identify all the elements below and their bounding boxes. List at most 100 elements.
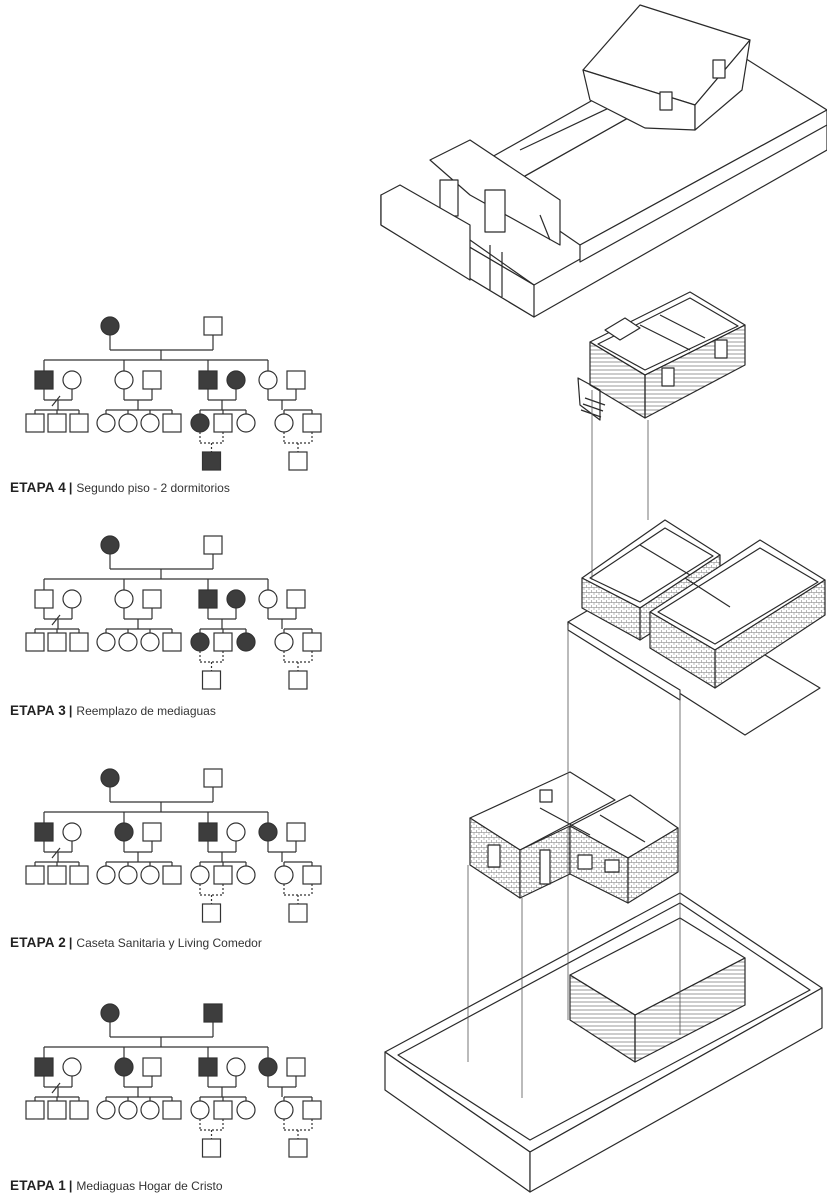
- male-symbol: [203, 316, 223, 336]
- stage-title: ETAPA 4: [10, 480, 66, 495]
- male-symbol: [286, 1057, 306, 1077]
- female-filled-symbol: [100, 535, 120, 555]
- stage-separator: |: [68, 704, 73, 718]
- male-symbol: [302, 632, 322, 652]
- male-symbol: [142, 1057, 162, 1077]
- male-symbol: [213, 1100, 233, 1120]
- stage-title: ETAPA 1: [10, 1178, 66, 1193]
- stage-separator: |: [68, 1179, 73, 1193]
- female-filled-symbol: [114, 822, 134, 842]
- stage-description: Segundo piso - 2 dormitorios: [76, 481, 230, 495]
- female-filled-symbol: [100, 768, 120, 788]
- male-filled-symbol: [201, 451, 222, 471]
- female-symbol: [190, 1100, 210, 1120]
- male-filled-symbol: [198, 822, 218, 842]
- male-filled-symbol: [34, 370, 54, 390]
- female-symbol: [226, 822, 246, 842]
- house-stage-3-upper-module: [577, 291, 746, 421]
- female-symbol: [140, 1100, 160, 1120]
- female-symbol: [274, 413, 294, 433]
- male-symbol: [288, 670, 308, 690]
- female-filled-symbol: [100, 1003, 120, 1023]
- female-symbol: [274, 865, 294, 885]
- male-symbol: [201, 903, 222, 923]
- male-symbol: [47, 1100, 67, 1120]
- female-symbol: [114, 589, 134, 609]
- genogram-etapa-4: [25, 316, 322, 471]
- female-symbol: [258, 370, 278, 390]
- stage-connector-lines: [467, 390, 681, 1098]
- house-stage-3-ground-modules: [567, 519, 826, 736]
- male-symbol: [162, 632, 182, 652]
- stage-label-etapa-3: ETAPA 3|Reemplazo de mediaguas: [10, 703, 216, 718]
- female-symbol: [236, 865, 256, 885]
- stage-title: ETAPA 2: [10, 935, 66, 950]
- relationship-line: [51, 614, 61, 626]
- male-symbol: [203, 768, 223, 788]
- male-symbol: [162, 413, 182, 433]
- genogram-etapa-3: [25, 535, 322, 690]
- male-symbol: [69, 632, 89, 652]
- male-symbol: [25, 413, 45, 433]
- male-symbol: [69, 413, 89, 433]
- female-symbol: [114, 370, 134, 390]
- stage-description: Mediaguas Hogar de Cristo: [76, 1179, 223, 1193]
- female-symbol: [236, 413, 256, 433]
- male-symbol: [213, 413, 233, 433]
- male-symbol: [142, 589, 162, 609]
- stage-label-etapa-4: ETAPA 4|Segundo piso - 2 dormitorios: [10, 480, 230, 495]
- female-symbol: [96, 865, 116, 885]
- female-filled-symbol: [236, 632, 256, 652]
- male-filled-symbol: [203, 1003, 223, 1023]
- male-symbol: [162, 865, 182, 885]
- female-symbol: [118, 1100, 138, 1120]
- male-symbol: [302, 865, 322, 885]
- male-symbol: [288, 1138, 308, 1158]
- male-symbol: [25, 1100, 45, 1120]
- genogram-etapa-2: [25, 768, 322, 923]
- female-filled-symbol: [226, 370, 246, 390]
- female-symbol: [118, 413, 138, 433]
- house-stage-4-two-storey: [380, 4, 827, 318]
- male-filled-symbol: [198, 1057, 218, 1077]
- female-symbol: [96, 632, 116, 652]
- female-symbol: [140, 632, 160, 652]
- male-symbol: [25, 865, 45, 885]
- house-stage-2-modules: [469, 771, 679, 904]
- female-symbol: [140, 865, 160, 885]
- male-symbol: [69, 865, 89, 885]
- stage-label-etapa-2: ETAPA 2|Caseta Sanitaria y Living Comedo…: [10, 935, 262, 950]
- female-filled-symbol: [100, 316, 120, 336]
- male-filled-symbol: [34, 822, 54, 842]
- female-symbol: [62, 1057, 82, 1077]
- male-symbol: [302, 413, 322, 433]
- male-symbol: [142, 370, 162, 390]
- female-symbol: [118, 865, 138, 885]
- female-symbol: [62, 589, 82, 609]
- relationship-line: [51, 1082, 61, 1094]
- male-symbol: [286, 370, 306, 390]
- male-filled-symbol: [34, 1057, 54, 1077]
- stage-separator: |: [68, 481, 73, 495]
- male-filled-symbol: [198, 370, 218, 390]
- male-symbol: [162, 1100, 182, 1120]
- male-symbol: [286, 589, 306, 609]
- male-symbol: [47, 413, 67, 433]
- male-symbol: [47, 632, 67, 652]
- female-symbol: [274, 1100, 294, 1120]
- house-stage-1-lot-with-mediagua: [384, 892, 823, 1193]
- stage-description: Caseta Sanitaria y Living Comedor: [76, 936, 262, 950]
- female-symbol: [62, 370, 82, 390]
- female-filled-symbol: [114, 1057, 134, 1077]
- male-symbol: [142, 822, 162, 842]
- stage-separator: |: [68, 936, 73, 950]
- female-symbol: [96, 1100, 116, 1120]
- male-symbol: [213, 865, 233, 885]
- relationship-line: [51, 847, 61, 859]
- female-symbol: [96, 413, 116, 433]
- male-symbol: [203, 535, 223, 555]
- female-symbol: [258, 589, 278, 609]
- stage-description: Reemplazo de mediaguas: [76, 704, 216, 718]
- male-symbol: [213, 632, 233, 652]
- male-filled-symbol: [198, 589, 218, 609]
